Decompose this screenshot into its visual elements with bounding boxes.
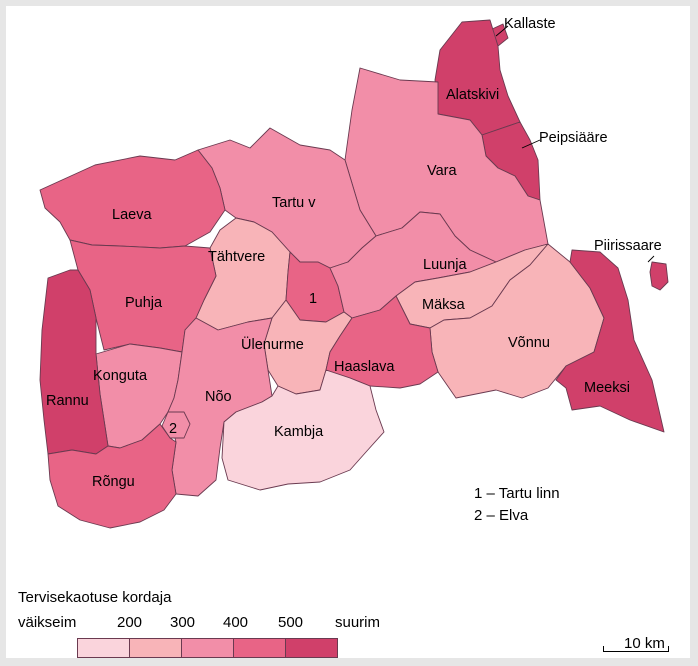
legend-tick-500: 500 [278,614,304,631]
label-tahtvere: Tähtvere [208,249,265,265]
label-puhja: Puhja [125,295,163,311]
label-noo: Nõo [205,389,232,405]
region-piirissaare[interactable] [649,261,669,291]
label-alatskivi: Alatskivi [446,87,499,103]
legend-tick-300: 300 [170,614,196,631]
legend-tick-max: suurim [335,614,381,631]
label-ulenurme: Ülenurme [241,335,304,353]
note-tartu-linn: 1 – Tartu linn [474,485,560,502]
label-haaslava: Haaslava [334,359,395,375]
label-peipsiaare: Peipsiääre [539,130,608,146]
label-meeksi: Meeksi [584,380,630,396]
scale-label: 10 km [624,635,665,652]
peipsiaare-leader [521,139,541,149]
label-luunja: Luunja [423,257,467,273]
label-vara: Vara [427,163,457,179]
region-kambja[interactable] [221,369,385,491]
region-elva[interactable] [161,411,191,439]
region-rongu[interactable] [47,423,177,529]
legend-swatch-5 [285,638,338,658]
map-frame: Kallaste Alatskivi Peipsiääre Vara Tartu… [6,6,690,658]
label-kallaste: Kallaste [504,16,556,32]
label-laeva: Laeva [112,207,152,223]
legend-swatch-4 [233,638,286,658]
label-piirissaare: Piirissaare [594,238,662,254]
label-tartu-linn: 1 [309,291,317,307]
scale-bar [603,646,669,652]
region-laeva[interactable] [39,149,226,249]
legend-tick-min: väikseim [18,614,77,631]
region-meeksi[interactable] [555,249,665,433]
label-maksa: Mäksa [422,297,466,313]
label-vonnu: Võnnu [508,335,550,351]
label-tartu-v: Tartu v [272,195,316,211]
legend-swatch-2 [129,638,182,658]
label-kambja: Kambja [274,424,324,440]
legend-swatch-3 [181,638,234,658]
piirissaare-leader [647,255,655,263]
kallaste-leader [495,25,509,37]
label-elva: 2 [169,421,177,437]
label-konguta: Konguta [93,368,148,384]
region-rannu[interactable] [39,269,109,455]
legend-title: Tervisekaotuse kordaja [18,589,172,606]
label-rannu: Rannu [46,393,89,409]
note-elva: 2 – Elva [474,507,529,524]
region-noo[interactable] [167,317,273,497]
legend-tick-200: 200 [117,614,143,631]
legend-tick-400: 400 [223,614,249,631]
legend-swatch-1 [77,638,130,658]
region-haaslava[interactable] [325,295,439,389]
map-canvas: Kallaste Alatskivi Peipsiääre Vara Tartu… [39,16,669,529]
label-rongu: Rõngu [92,474,135,490]
